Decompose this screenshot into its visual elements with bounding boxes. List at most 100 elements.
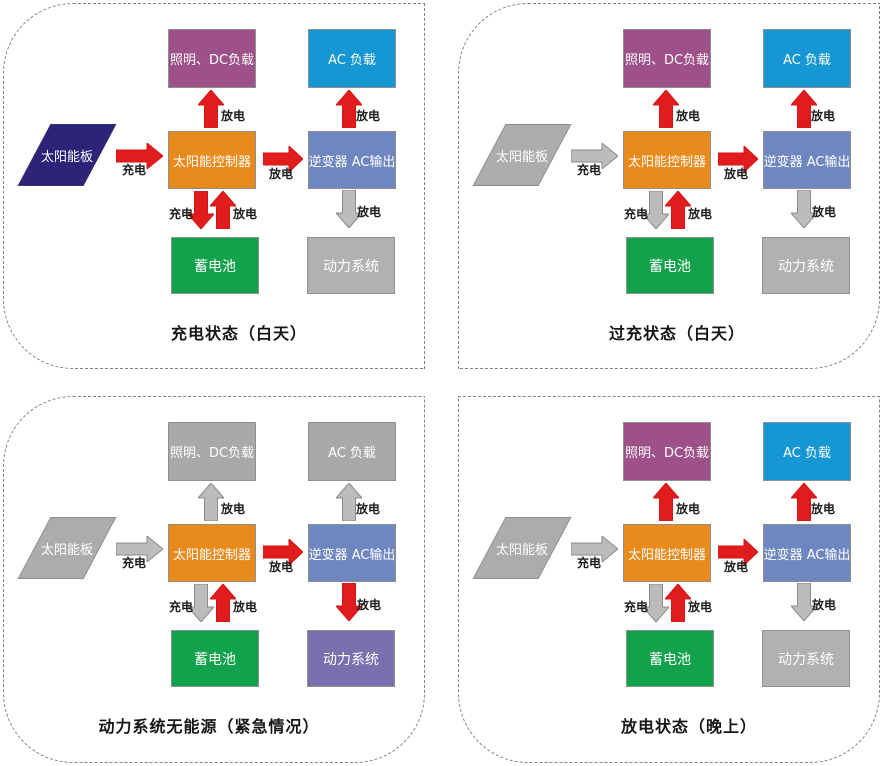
arrow-controller-to-battery-icon — [643, 191, 669, 229]
arrow-controller-to-lighting-icon — [653, 90, 679, 128]
power-system-box: 动力系统 — [307, 237, 395, 294]
ac-load-box: AC 负载 — [308, 422, 396, 481]
battery-label: 蓄电池 — [649, 651, 691, 668]
solar-controller-box: 太阳能控制器 — [623, 131, 711, 189]
solar-controller-label: 太阳能控制器 — [627, 547, 706, 563]
arrow-inverter-to-power-icon — [791, 190, 817, 228]
discharge-arrow-label: 放电 — [233, 600, 258, 614]
discharge-arrow-label: 放电 — [811, 109, 836, 123]
charge-arrow-label: 充电 — [576, 556, 601, 570]
discharge-arrow-label: 放电 — [811, 502, 836, 516]
discharge-arrow-label: 放电 — [357, 205, 382, 219]
inverter-ac-output-box: 逆变器 AC输出 — [763, 131, 851, 189]
solar-panel-label: 太阳能板 — [495, 542, 548, 558]
solar-controller-label: 太阳能控制器 — [172, 547, 251, 563]
charge-arrow-label: 充电 — [121, 163, 146, 177]
charge-arrow-label: 充电 — [168, 207, 193, 221]
discharge-arrow-label: 放电 — [723, 560, 748, 574]
arrow-controller-to-battery-icon — [643, 584, 669, 622]
solar-panel-label: 太阳能板 — [40, 149, 93, 165]
ac-load-box: AC 负载 — [763, 422, 851, 481]
arrow-battery-to-controller-icon — [210, 584, 236, 622]
quadrant-caption: 过充状态（白天） — [608, 324, 745, 343]
arrow-controller-to-inverter-icon — [263, 146, 303, 172]
arrow-panel-to-controller-icon — [116, 143, 163, 169]
solar-panel-label: 太阳能板 — [495, 149, 548, 165]
arrow-battery-to-controller-icon — [665, 584, 691, 622]
arrow-panel-to-controller-icon — [571, 143, 618, 169]
charge-arrow-label: 充电 — [623, 600, 648, 614]
inverter-ac-output-label: 逆变器 AC输出 — [308, 154, 396, 170]
discharge-arrow-label: 放电 — [812, 205, 837, 219]
quadrant-caption: 动力系统无能源（紧急情况） — [98, 717, 320, 736]
discharge-arrow-label: 放电 — [268, 560, 293, 574]
lighting-dc-load-box: 照明、DC负载 — [623, 422, 711, 481]
discharge-arrow-label: 放电 — [221, 109, 246, 123]
solar-panel: 太阳能板 — [17, 517, 117, 579]
ac-load-box: AC 负载 — [763, 29, 851, 88]
lighting-dc-load-label: 照明、DC负载 — [624, 53, 710, 68]
charge-arrow-label: 充电 — [576, 163, 601, 177]
discharge-arrow-label: 放电 — [233, 207, 258, 221]
discharge-arrow-label: 放电 — [812, 598, 837, 612]
battery-box: 蓄电池 — [626, 237, 714, 294]
discharge-arrow-label: 放电 — [723, 167, 748, 181]
arrow-inverter-to-ac-load-icon — [336, 90, 362, 128]
ac-load-label: AC 负载 — [783, 53, 831, 68]
battery-label: 蓄电池 — [649, 258, 691, 275]
discharge-arrow-label: 放电 — [676, 502, 701, 516]
arrow-battery-to-controller-icon — [665, 191, 691, 229]
power-system-label: 动力系统 — [778, 258, 834, 275]
quadrant-overcharge-day: 太阳能板 照明、DC负载 AC 负载 太阳能控制器 逆变器 AC输出 蓄电池 动… — [458, 3, 880, 369]
lighting-dc-load-label: 照明、DC负载 — [624, 446, 710, 461]
quadrant-caption: 充电状态（白天） — [170, 324, 307, 343]
discharge-arrow-label: 放电 — [357, 598, 382, 612]
arrow-controller-to-battery-icon — [188, 191, 214, 229]
arrow-panel-to-controller-icon — [571, 536, 618, 562]
solar-controller-box: 太阳能控制器 — [623, 524, 711, 582]
discharge-arrow-label: 放电 — [676, 109, 701, 123]
lighting-dc-load-label: 照明、DC负载 — [169, 446, 255, 461]
inverter-ac-output-label: 逆变器 AC输出 — [763, 154, 851, 170]
ac-load-label: AC 负载 — [328, 53, 376, 68]
charge-arrow-label: 充电 — [623, 207, 648, 221]
arrow-panel-to-controller-icon — [116, 536, 163, 562]
solar-panel-label: 太阳能板 — [40, 542, 93, 558]
power-system-label: 动力系统 — [323, 258, 379, 275]
discharge-arrow-label: 放电 — [221, 502, 246, 516]
discharge-arrow-label: 放电 — [356, 502, 381, 516]
discharge-arrow-label: 放电 — [356, 109, 381, 123]
arrow-inverter-to-power-icon — [791, 583, 817, 621]
arrow-controller-to-battery-icon — [188, 584, 214, 622]
charge-arrow-label: 充电 — [121, 556, 146, 570]
charge-arrow-label: 充电 — [168, 600, 193, 614]
solar-controller-box: 太阳能控制器 — [168, 131, 256, 189]
quadrant-charging-day: 太阳能板 照明、DC负载 AC 负载 太阳能控制器 逆变器 AC输出 蓄电池 动… — [3, 3, 425, 369]
inverter-ac-output-box: 逆变器 AC输出 — [308, 131, 396, 189]
inverter-ac-output-label: 逆变器 AC输出 — [763, 547, 851, 563]
arrow-controller-to-inverter-icon — [718, 146, 758, 172]
arrow-inverter-to-power-icon — [336, 190, 362, 228]
discharge-arrow-label: 放电 — [688, 207, 713, 221]
arrow-inverter-to-power-icon — [336, 583, 362, 621]
arrow-controller-to-lighting-icon — [198, 90, 224, 128]
solar-controller-box: 太阳能控制器 — [168, 524, 256, 582]
arrow-controller-to-inverter-icon — [718, 539, 758, 565]
battery-box: 蓄电池 — [171, 237, 259, 294]
lighting-dc-load-box: 照明、DC负载 — [168, 29, 256, 88]
ac-load-label: AC 负载 — [328, 446, 376, 461]
arrow-inverter-to-ac-load-icon — [791, 483, 817, 521]
power-system-box: 动力系统 — [762, 630, 850, 687]
discharge-arrow-label: 放电 — [268, 167, 293, 181]
solar-controller-label: 太阳能控制器 — [172, 154, 251, 170]
lighting-dc-load-box: 照明、DC负载 — [168, 422, 256, 481]
quadrant-emergency-no-power: 太阳能板 照明、DC负载 AC 负载 太阳能控制器 逆变器 AC输出 蓄电池 动… — [3, 396, 425, 763]
battery-box: 蓄电池 — [626, 630, 714, 687]
inverter-ac-output-box: 逆变器 AC输出 — [763, 524, 851, 582]
ac-load-label: AC 负载 — [783, 446, 831, 461]
power-system-label: 动力系统 — [778, 651, 834, 668]
power-system-box: 动力系统 — [307, 630, 395, 687]
discharge-arrow-label: 放电 — [688, 600, 713, 614]
solar-panel: 太阳能板 — [17, 124, 117, 186]
